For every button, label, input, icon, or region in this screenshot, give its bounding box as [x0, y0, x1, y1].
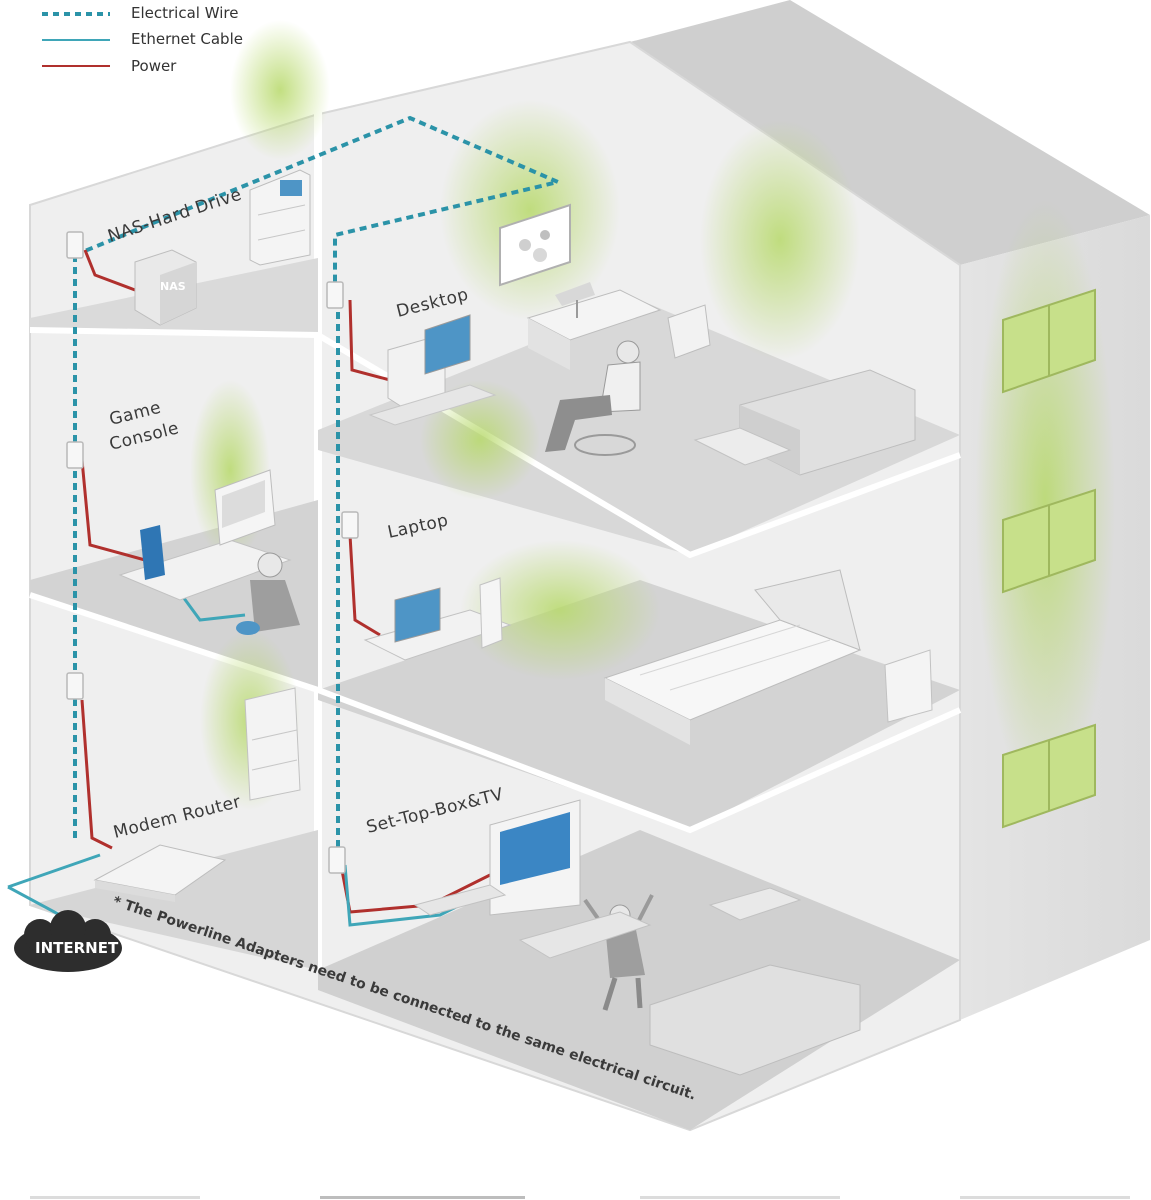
- internet-cloud: INTERNET: [14, 910, 122, 972]
- adapter-tv: [328, 846, 346, 874]
- tv-set: [413, 799, 581, 916]
- laptop-desk: [363, 577, 512, 661]
- person-gaming: [236, 552, 300, 635]
- electrical-wiring: [73, 115, 565, 870]
- powerline-adapters: [66, 231, 359, 874]
- power-cable-desktop: [348, 299, 391, 382]
- sofa-top-floor: [693, 369, 916, 476]
- glow-2: [440, 100, 620, 320]
- glow-3: [460, 540, 660, 680]
- adapter-nas: [66, 231, 84, 259]
- glow-8: [420, 380, 540, 500]
- ethernet-cable-console: [176, 589, 246, 622]
- desk-with-lamp: [526, 282, 711, 370]
- adapter-console: [66, 441, 84, 469]
- glows: [190, 20, 1115, 810]
- game-console-set: [118, 469, 292, 601]
- power-cable-console: [80, 459, 146, 562]
- roof: [630, 0, 1150, 265]
- modem-router-device: [93, 844, 227, 902]
- legend: Electrical Wire Ethernet Cable Power: [42, 4, 243, 75]
- nas-shelf: [249, 169, 311, 266]
- adapter-desktop: [326, 281, 344, 309]
- glow-4: [700, 120, 860, 360]
- bookshelf: [244, 687, 301, 801]
- glow-1: [230, 20, 330, 160]
- furniture: NAS: [93, 169, 933, 1076]
- adapter-router: [66, 672, 84, 700]
- legend-ethernet-cable-label: Ethernet Cable: [131, 30, 243, 48]
- bed: [603, 569, 933, 745]
- ethernet-cable-internet: [7, 853, 101, 889]
- electrical-wire-top: [74, 115, 565, 300]
- window-middle: [1002, 488, 1096, 594]
- slab-edge-2: [29, 592, 962, 834]
- power-cable-router: [80, 699, 113, 850]
- bottom-edge: [30, 1196, 1130, 1199]
- window-top: [1002, 288, 1096, 394]
- desktop-computer: [368, 314, 497, 426]
- window-bottom: [1002, 723, 1096, 829]
- power-cable-tv: [338, 859, 491, 914]
- legend-power-label: Power: [131, 57, 177, 75]
- legend-electrical-wire-label: Electrical Wire: [131, 4, 238, 22]
- adapter-laptop: [341, 511, 359, 539]
- windows: [1002, 288, 1096, 829]
- nas-box-label: NAS: [160, 280, 186, 293]
- power-cable-nas: [83, 249, 136, 292]
- nas-device: NAS: [134, 249, 197, 326]
- wall-painting: [499, 203, 571, 287]
- power-cable-laptop: [348, 534, 381, 637]
- sofa-living-room: [518, 887, 861, 1076]
- cables: [7, 249, 501, 927]
- internet-label: INTERNET: [35, 939, 119, 957]
- person-desktop: [545, 340, 641, 456]
